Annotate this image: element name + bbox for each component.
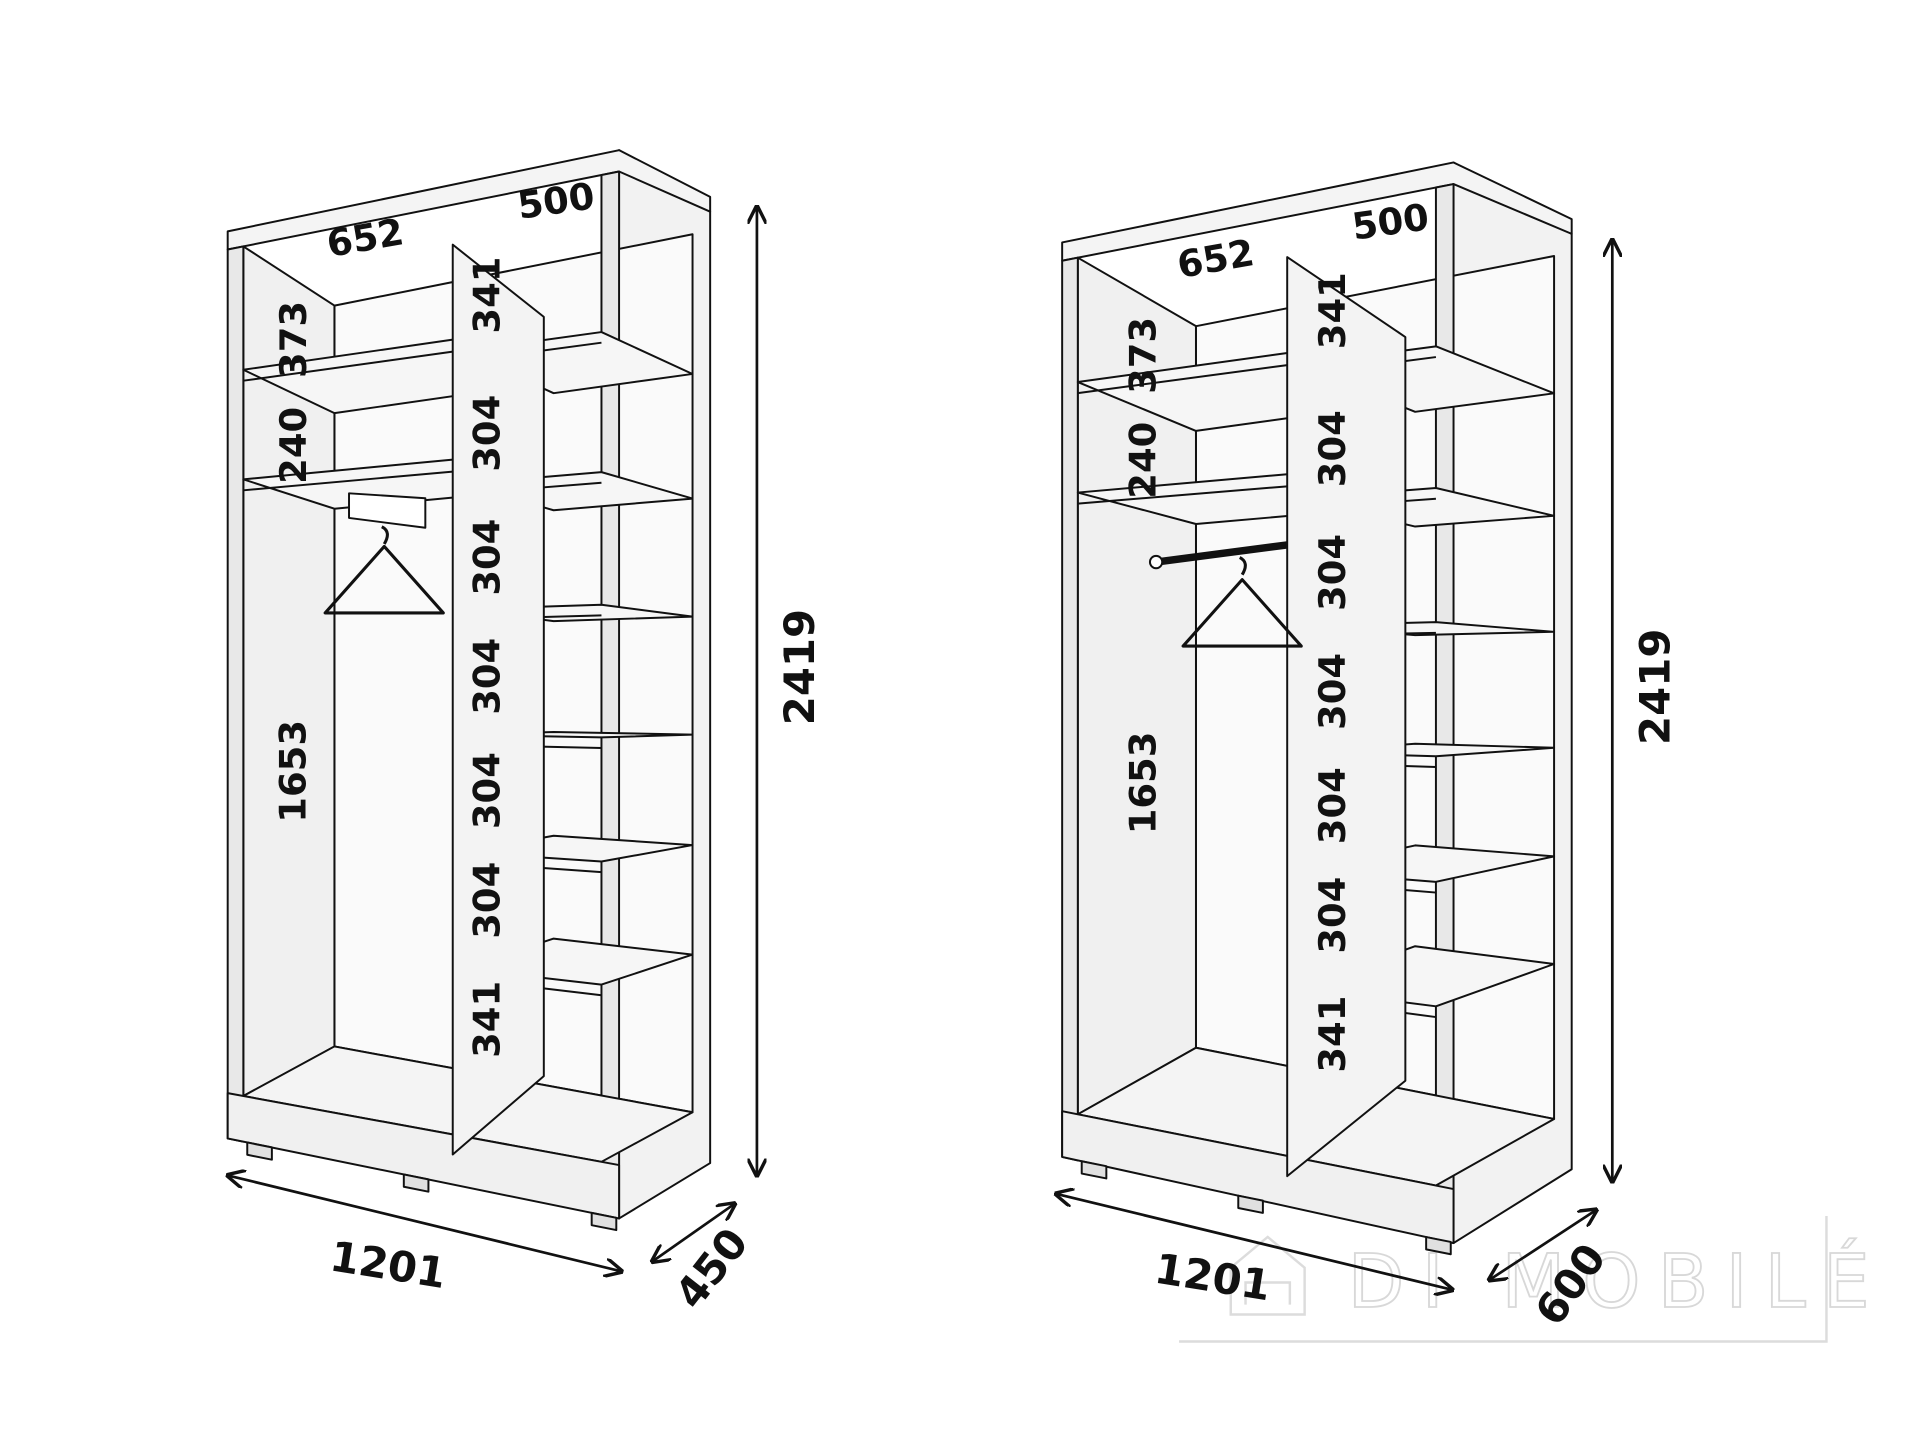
width-label: 1201 xyxy=(327,1231,450,1298)
right-panel-front-edge xyxy=(1434,183,1455,1245)
right-section-height-label: 304 xyxy=(1311,410,1354,487)
depth-label: 450 xyxy=(665,1219,757,1318)
width-arrow xyxy=(228,1175,622,1271)
left-side-panel xyxy=(226,245,245,1143)
left-section-height-label: 240 xyxy=(1122,422,1165,499)
height-label: 2419 xyxy=(1630,629,1679,745)
divider-panel xyxy=(451,243,545,1156)
right-section-height-label: 304 xyxy=(466,862,509,939)
left-section-height-label: 373 xyxy=(272,301,315,378)
right-section-height-label: 304 xyxy=(466,519,509,596)
width-label: 1201 xyxy=(1151,1244,1274,1311)
right-section-height-label: 304 xyxy=(1311,653,1354,730)
rod-end xyxy=(1148,554,1164,570)
shelf-edge xyxy=(1077,364,1288,395)
left-section-height-label: 1653 xyxy=(1122,732,1165,835)
right-compartment-width-label: 500 xyxy=(515,174,597,227)
wardrobe-450: 3732401653341304304304304304341652500120… xyxy=(226,149,824,1318)
right-section-height-label: 304 xyxy=(1311,877,1354,954)
shelf-edge xyxy=(1077,485,1288,505)
shelf-edge xyxy=(243,470,453,492)
depth-arrow xyxy=(652,1204,734,1262)
right-compartment-width-label: 500 xyxy=(1349,195,1431,248)
width-arrow xyxy=(1056,1194,1452,1290)
right-section-height-label: 304 xyxy=(466,638,509,715)
right-section-height-label: 341 xyxy=(1311,996,1354,1073)
left-compartment-width-label: 652 xyxy=(1174,231,1257,287)
foot xyxy=(1080,1160,1108,1180)
right-section-height-label: 304 xyxy=(1311,767,1354,844)
right-panel-front-edge xyxy=(600,170,621,1220)
right-section-height-label: 341 xyxy=(466,257,509,334)
pull-out-rail xyxy=(348,492,427,529)
watermark: DI MOBILÉ xyxy=(1179,1216,1887,1343)
right-section-height-label: 304 xyxy=(1311,534,1354,611)
hanger-icon xyxy=(323,525,445,615)
watermark-text: DI MOBILÉ xyxy=(1348,1239,1887,1325)
left-section-height-label: 240 xyxy=(272,407,315,484)
foot xyxy=(246,1141,273,1161)
left-section-height-label: 1653 xyxy=(272,720,315,823)
right-section-height-label: 304 xyxy=(466,395,509,472)
divider-panel xyxy=(1286,256,1407,1178)
wardrobe-600: 373 240 1653 341 304 304 304 304 304 341 652 500 120… xyxy=(1056,161,1679,1334)
right-section-height-label: 304 xyxy=(466,752,509,829)
right-section-height-label: 341 xyxy=(1311,272,1354,349)
shelf-edge xyxy=(243,350,453,382)
right-section-height-label: 341 xyxy=(466,981,509,1058)
hanger-icon xyxy=(1181,556,1303,648)
depth-arrow xyxy=(1489,1210,1596,1280)
left-section-height-label: 373 xyxy=(1122,317,1165,394)
hanging-rod xyxy=(1155,541,1288,566)
height-label: 2419 xyxy=(775,609,824,725)
left-side-panel xyxy=(1061,256,1079,1162)
